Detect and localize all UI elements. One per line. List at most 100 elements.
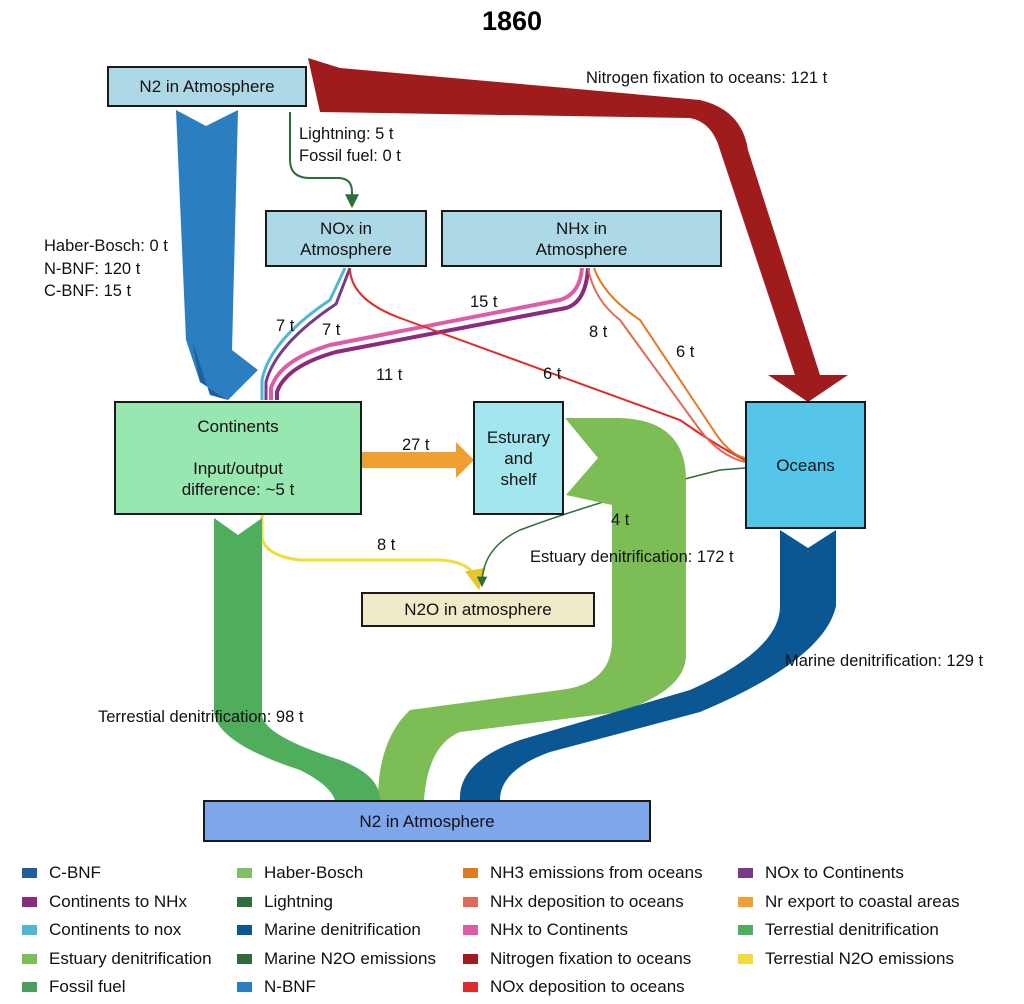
legend-item: N-BNF — [237, 974, 316, 1000]
label-marine-denitrification: Marine denitrification: 129 t — [785, 652, 984, 670]
legend-item: Marine denitrification — [237, 917, 421, 943]
label-haber-bosch: Haber-Bosch: 0 t — [44, 237, 168, 255]
legend-swatch — [22, 896, 37, 907]
legend-label: NHx deposition to oceans — [490, 891, 684, 911]
legend-item: Lightning — [237, 889, 333, 915]
legend-label: Haber-Bosch — [264, 863, 364, 882]
flow-lightning — [289, 112, 359, 209]
legend-swatch — [738, 896, 753, 907]
legend-label: Nitrogen fixation to oceans — [490, 948, 692, 968]
label-terrestrial-n2o: 8 t — [377, 536, 396, 554]
label-estuary-denitrification: Estuary denitrification: 172 t — [530, 548, 734, 566]
legend-swatch — [22, 868, 37, 878]
legend-item: Fossil fuel — [22, 974, 126, 1000]
label-nox-to-continents-a: 7 t — [276, 317, 295, 335]
legend-item: NHx deposition to oceans — [463, 889, 684, 915]
legend-item: C-BNF — [22, 860, 101, 886]
legend-item: Continents to nox — [22, 917, 181, 943]
legend-item: Terrestial N2O emissions — [738, 946, 954, 972]
legend-item: NOx to Continents — [738, 860, 904, 886]
legend-swatch — [237, 868, 252, 878]
label-terrestrial-denitrification: Terrestial denitrification: 98 t — [98, 708, 304, 726]
label-n-bnf: N-BNF: 120 t — [44, 260, 141, 278]
node-nhx-atmosphere: NHx in Atmosphere — [441, 210, 722, 267]
legend-label: Marine N2O emissions — [264, 948, 436, 968]
legend-label: Nr export to coastal areas — [765, 891, 960, 911]
legend-item: NH3 emissions from oceans — [463, 860, 703, 886]
legend-item: Terrestial denitrification — [738, 917, 939, 943]
label-nhx-to-continents: 15 t — [470, 293, 498, 311]
legend-swatch — [237, 953, 252, 964]
flow-marine-denitrification — [459, 530, 836, 800]
legend-item: Estuary denitrification — [22, 946, 212, 972]
flow-nhx-to-continents — [269, 267, 584, 400]
legend-swatch — [463, 925, 478, 935]
legend-label: Estuary denitrification — [49, 948, 212, 968]
flow-continents-to-nhx — [275, 267, 590, 400]
flow-n-bnf — [176, 110, 258, 400]
label-fossil-fuel: Fossil fuel: 0 t — [299, 147, 401, 165]
legend-swatch — [237, 982, 252, 992]
legend-item: Continents to NHx — [22, 889, 187, 915]
legend-label: NOx deposition to oceans — [490, 977, 685, 996]
legend-label: Continents to NHx — [49, 891, 187, 911]
label-nr-export: 27 t — [402, 436, 430, 454]
legend-swatch — [738, 925, 753, 935]
label-nitrogen-fixation-oceans: Nitrogen fixation to oceans: 121 t — [586, 69, 828, 87]
label-nh3-emissions-oceans: 6 t — [676, 343, 695, 361]
label-nox-to-continents-b: 7 t — [322, 321, 341, 339]
legend-label: Terrestial denitrification — [765, 920, 939, 939]
legend-item: NHx to Continents — [463, 917, 628, 943]
label-continents-to-nhx: 11 t — [376, 366, 403, 384]
label-nhx-deposition-oceans: 8 t — [589, 323, 608, 341]
flow-nr-export — [362, 442, 474, 478]
chart-title: 1860 — [481, 6, 543, 36]
label-lightning: Lightning: 5 t — [299, 125, 394, 143]
node-estuary-shelf: Esturary and shelf — [473, 401, 564, 515]
legend-label: NH3 emissions from oceans — [490, 863, 703, 882]
flow-terrestrial-denitrification — [214, 518, 380, 800]
legend-item: Nitrogen fixation to oceans — [463, 946, 691, 972]
flow-continents-to-nox — [260, 267, 347, 400]
legend-label: Marine denitrification — [264, 920, 421, 939]
legend-label: N-BNF — [264, 977, 316, 996]
node-oceans: Oceans — [745, 401, 866, 529]
legend-swatch — [738, 953, 753, 964]
legend-swatch — [237, 896, 252, 907]
flow-nh3-emissions-oceans — [593, 267, 746, 459]
flow-nox-to-continents — [264, 267, 352, 400]
legend-label: Terrestial N2O emissions — [765, 948, 954, 968]
label-nox-deposition-oceans: 6 t — [543, 365, 562, 383]
flow-nhx-deposition-oceans — [587, 267, 746, 463]
legend-label: Fossil fuel — [49, 977, 126, 996]
flow-c-bnf — [192, 340, 228, 400]
legend-item: Marine N2O emissions — [237, 946, 436, 972]
node-n2-atmosphere-bottom: N2 in Atmosphere — [203, 800, 651, 842]
node-continents: Continents Input/output difference: ~5 t — [114, 401, 362, 515]
flow-nitrogen-fixation-oceans — [308, 58, 848, 402]
legend-label: Continents to nox — [49, 920, 182, 939]
legend-label: C-BNF — [49, 863, 101, 882]
flow-terrestrial-n2o — [260, 515, 486, 591]
label-c-bnf: C-BNF: 15 t — [44, 282, 132, 300]
legend-swatch — [22, 925, 37, 935]
legend-item: Nr export to coastal areas — [738, 889, 960, 915]
legend-swatch — [22, 982, 37, 992]
legend-swatch — [237, 925, 252, 935]
legend-item: Haber-Bosch — [237, 860, 363, 886]
legend-swatch — [463, 982, 478, 992]
flow-nox-deposition-oceans — [349, 269, 746, 461]
node-n2-atmosphere-top: N2 in Atmosphere — [107, 66, 307, 107]
legend-swatch — [463, 896, 478, 907]
label-marine-n2o: 4 t — [611, 511, 630, 529]
legend-swatch — [463, 868, 478, 878]
legend-swatch — [738, 868, 753, 878]
legend-item: NOx deposition to oceans — [463, 974, 685, 1000]
legend-swatch — [22, 953, 37, 964]
node-nox-atmosphere: NOx in Atmosphere — [265, 210, 427, 267]
legend-swatch — [463, 953, 478, 964]
node-n2o-atmosphere: N2O in atmosphere — [361, 592, 595, 627]
legend-label: Lightning — [264, 891, 334, 911]
legend-label: NOx to Continents — [765, 863, 904, 882]
